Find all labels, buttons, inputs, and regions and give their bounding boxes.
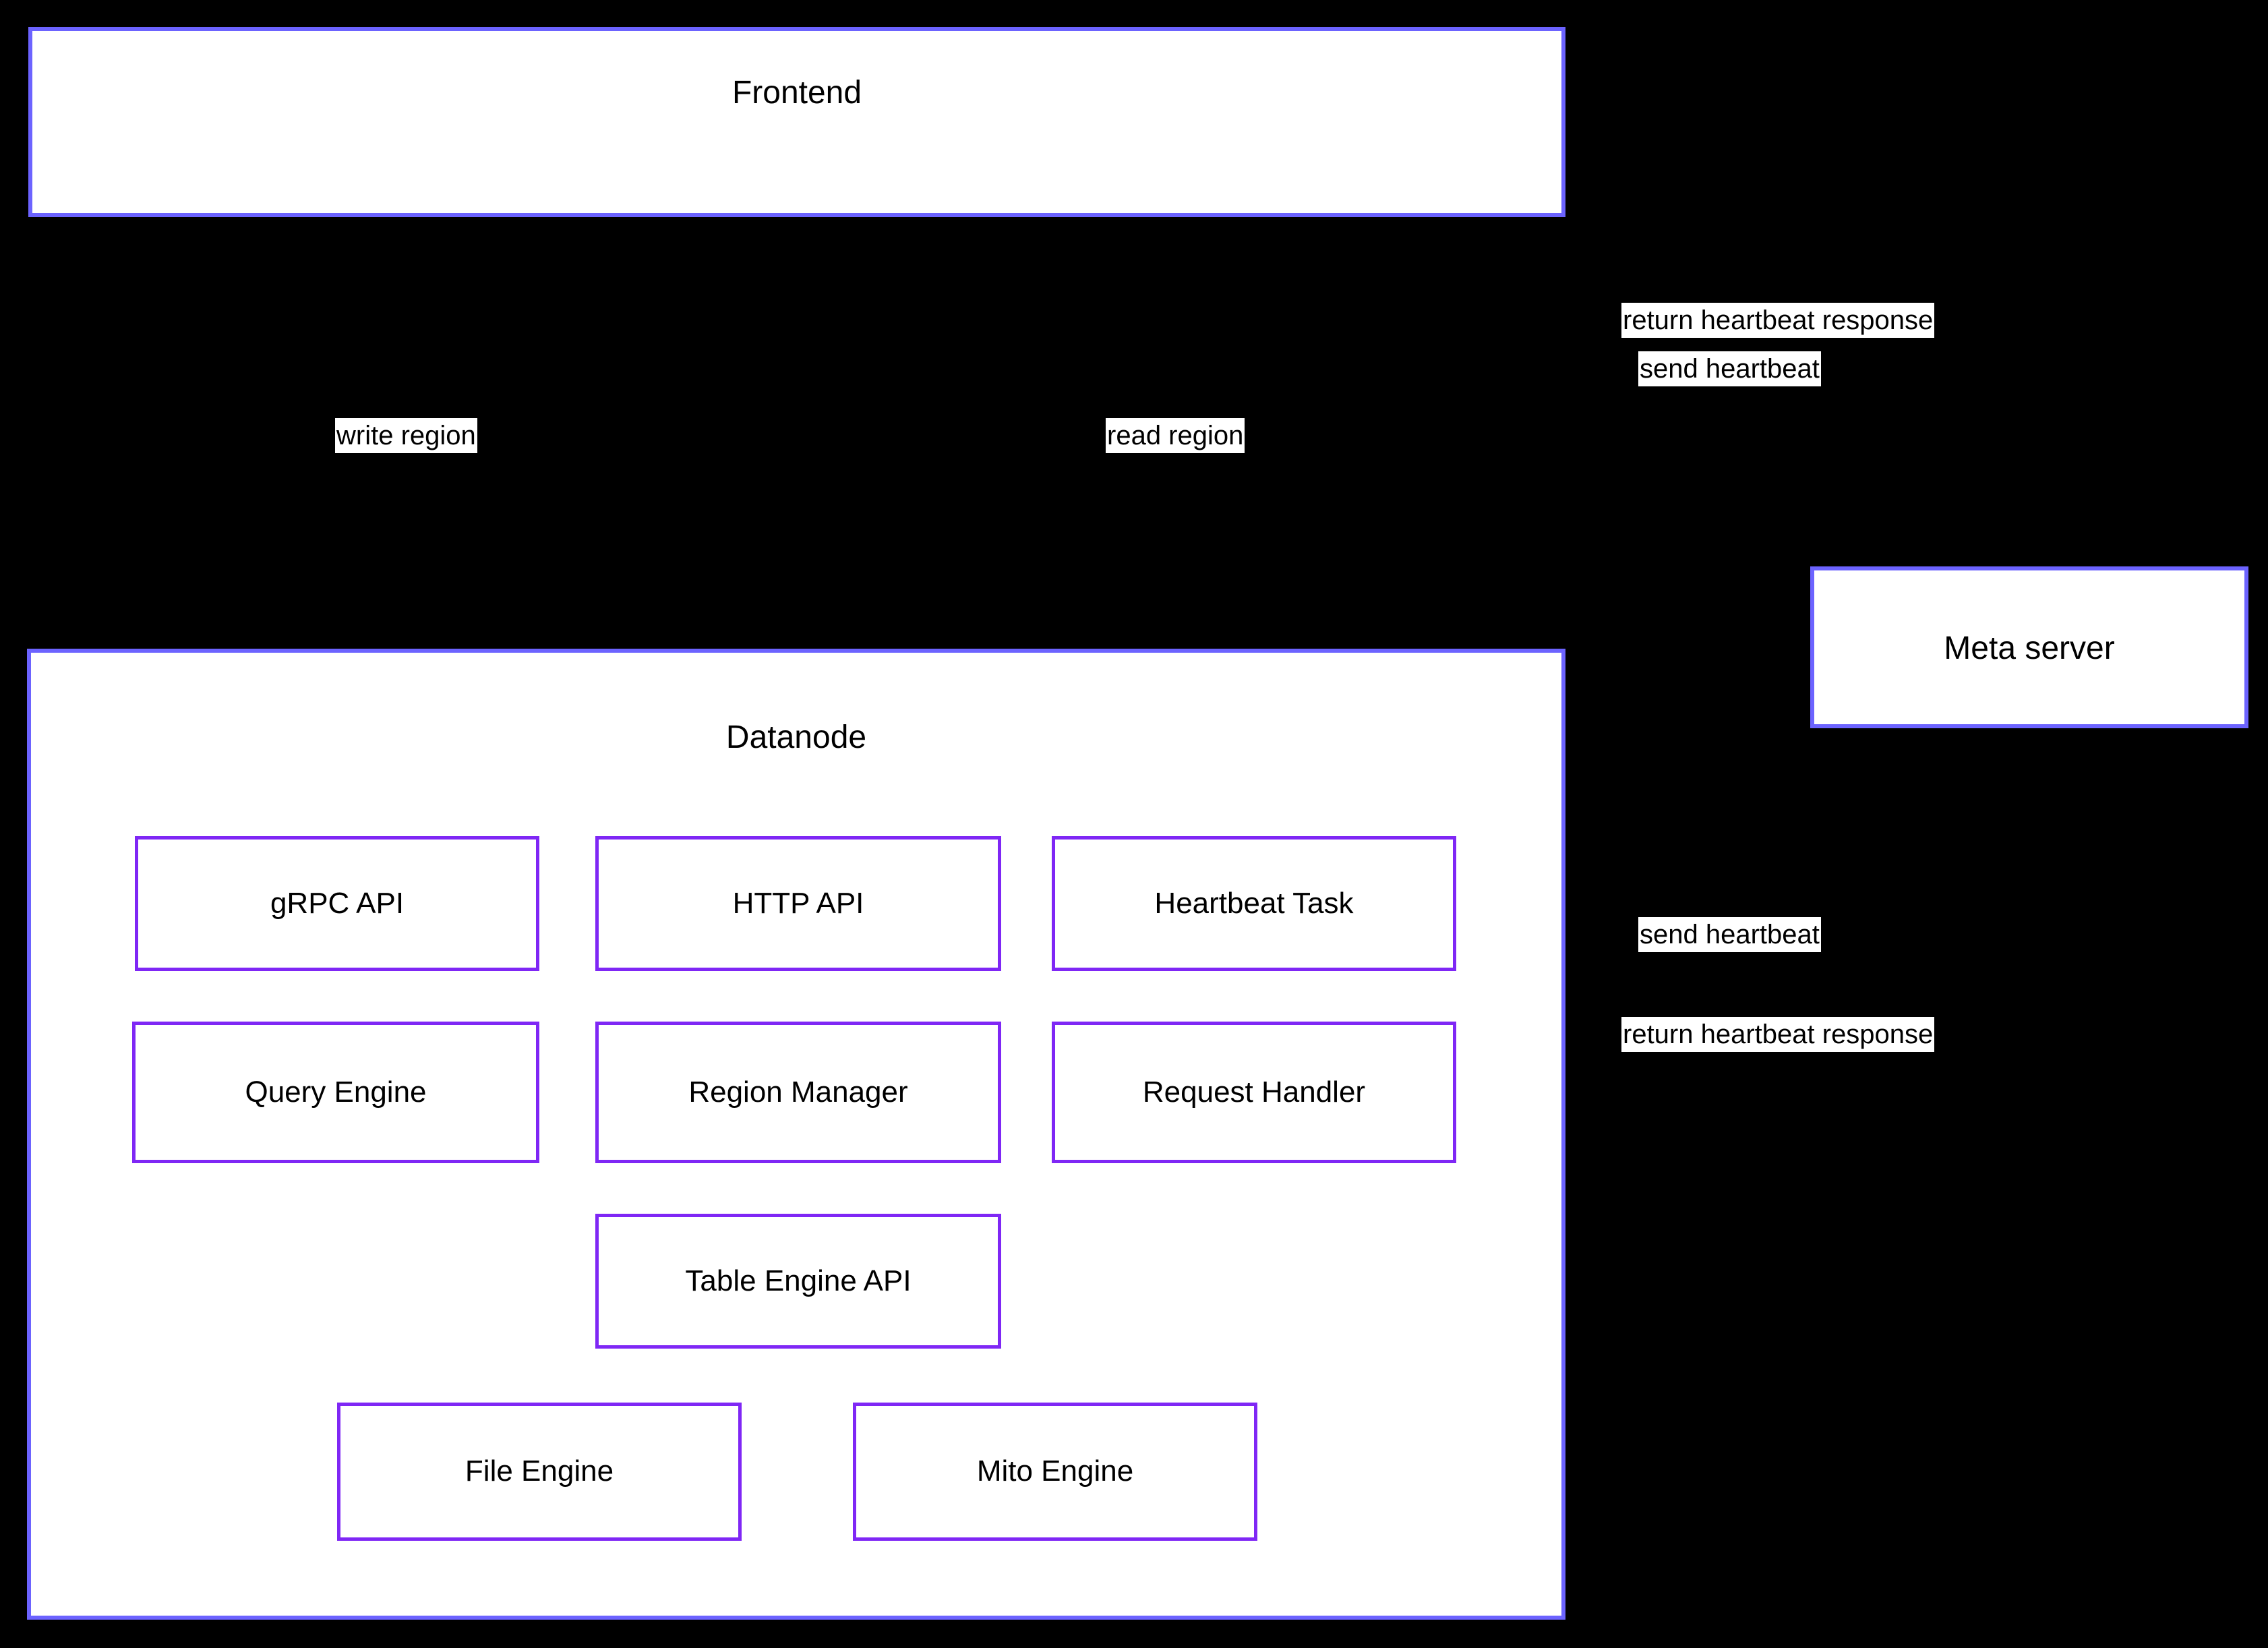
datanode-title: Datanode	[725, 719, 867, 755]
module-region-manager[interactable]: Region Manager	[595, 1022, 1001, 1163]
edge-label-return-heartbeat-response-bottom: return heartbeat response	[1621, 1017, 1935, 1052]
module-grpc-api-label: gRPC API	[270, 886, 405, 920]
module-request-handler-label: Request Handler	[1142, 1075, 1366, 1109]
module-mito-engine[interactable]: Mito Engine	[853, 1403, 1257, 1541]
module-request-handler[interactable]: Request Handler	[1052, 1022, 1456, 1163]
module-http-api[interactable]: HTTP API	[595, 836, 1001, 971]
edge-label-read-region: read region	[1106, 418, 1245, 453]
module-query-engine[interactable]: Query Engine	[132, 1022, 539, 1163]
frontend-container[interactable]	[28, 27, 1565, 217]
frontend-title: Frontend	[732, 75, 862, 111]
edge-label-send-heartbeat-bottom: send heartbeat	[1638, 917, 1821, 952]
edge-label-write-region: write region	[335, 418, 477, 453]
module-file-engine-label: File Engine	[465, 1454, 614, 1488]
meta-server-container[interactable]	[1810, 566, 2248, 728]
edge-label-send-heartbeat-top: send heartbeat	[1638, 351, 1821, 386]
module-region-manager-label: Region Manager	[688, 1075, 908, 1109]
module-heartbeat-task-label: Heartbeat Task	[1154, 886, 1354, 920]
module-file-engine[interactable]: File Engine	[337, 1403, 742, 1541]
module-http-api-label: HTTP API	[732, 886, 864, 920]
edge-label-return-heartbeat-response-top: return heartbeat response	[1621, 303, 1935, 338]
module-mito-engine-label: Mito Engine	[976, 1454, 1134, 1488]
meta-server-title: Meta server	[1944, 630, 2115, 666]
module-table-engine-api[interactable]: Table Engine API	[595, 1214, 1001, 1349]
module-heartbeat-task[interactable]: Heartbeat Task	[1052, 836, 1456, 971]
module-query-engine-label: Query Engine	[245, 1075, 427, 1109]
module-grpc-api[interactable]: gRPC API	[135, 836, 539, 971]
module-table-engine-api-label: Table Engine API	[685, 1264, 912, 1297]
